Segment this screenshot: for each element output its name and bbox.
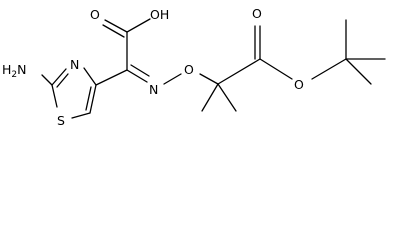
bond-s1-c2 — [51, 84, 58, 108]
bond-ccooh-o-double-b — [102, 24, 125, 38]
bond-oester-ctbu — [311, 58, 347, 80]
bond-cquat-me-b — [217, 83, 237, 112]
acid-oh-label: OH — [150, 7, 169, 22]
bond-c2-n3 — [51, 68, 67, 86]
bond-ccooh-o-double-a — [104, 19, 128, 33]
bond-cester-oester — [259, 58, 293, 80]
bond-c4-c5-double — [85, 86, 92, 111]
thiazole-n-label: N — [70, 57, 79, 72]
bond-cquat-cester — [217, 58, 261, 85]
oxime-n-label: N — [149, 82, 158, 97]
bond-calpha-noxime-double — [130, 64, 150, 77]
amine-label: H2N — [2, 62, 27, 80]
atom-labels: H2N N S N O O OH O O — [2, 6, 304, 128]
acid-o-label: O — [90, 7, 100, 22]
bond-ctbu-me-down — [345, 58, 372, 85]
bond-ooxime-cquat — [199, 73, 219, 85]
bonds — [41, 18, 386, 119]
bond-c4-calpha — [95, 69, 128, 86]
bond-ccooh-oh — [126, 18, 151, 33]
ester-carbonyl-o-label: O — [252, 6, 262, 21]
amine-h-text: H — [2, 62, 11, 77]
bond-nh2-c2 — [41, 74, 53, 86]
bond-noxime-ooxime — [163, 73, 182, 85]
molecule-diagram: H2N N S N O O OH O O — [2, 6, 386, 128]
thiazole-s-label: S — [57, 113, 65, 128]
bond-c2-n3-double — [56, 73, 69, 88]
bond-c5-s1 — [71, 112, 91, 119]
bond-n3-c4 — [83, 67, 97, 86]
bond-cquat-me-a — [201, 83, 219, 112]
oxime-o-label: O — [184, 62, 194, 77]
ester-o-label: O — [294, 77, 304, 92]
amine-subscript-text: 2 — [11, 70, 17, 80]
bond-calpha-noxime — [126, 69, 148, 83]
amine-n-text: N — [17, 62, 26, 77]
bond-c4-c5 — [89, 84, 97, 114]
